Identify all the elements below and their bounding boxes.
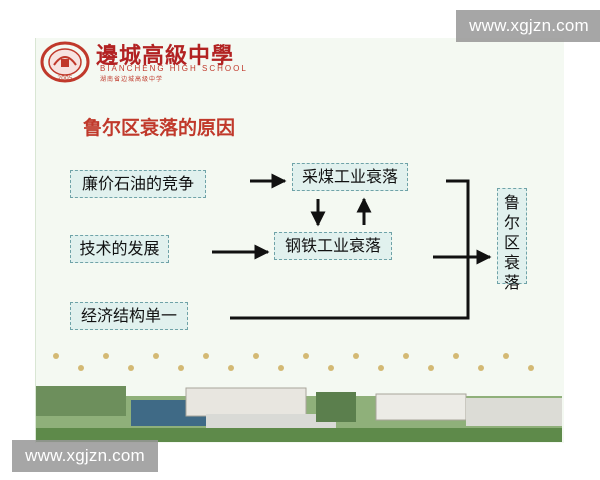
ruhr-char: 鲁 — [503, 193, 520, 212]
box-ruhr-decline: 鲁 尔 区 衰 落 — [497, 188, 527, 292]
box-coal-decline: 采煤工业衰落 — [292, 163, 408, 191]
watermark-top: www.xgjzn.com — [456, 10, 600, 42]
school-name-small: 湖南省边城高级中学 — [100, 76, 164, 83]
connector-coal-and-structure — [230, 179, 470, 320]
watermark-bottom: www.xgjzn.com — [12, 440, 158, 472]
school-name-english: BIANCHENG HIGH SCHOOL — [100, 64, 248, 73]
ruhr-char: 区 — [503, 233, 520, 252]
box-cheap-oil: 廉价石油的竞争 — [70, 170, 206, 198]
slide-title: 鲁尔区衰落的原因 — [83, 117, 236, 139]
ruhr-char: 尔 — [503, 213, 520, 232]
ruhr-char: 落 — [503, 273, 520, 292]
box-steel-decline: 钢铁工业衰落 — [274, 232, 392, 260]
logo-year: 2005 — [57, 75, 72, 82]
box-technology: 技术的发展 — [70, 235, 169, 263]
campus-photo — [36, 348, 562, 442]
box-single-structure: 经济结构单一 — [70, 302, 188, 330]
school-emblem-icon: 2005 — [40, 41, 90, 83]
ruhr-char: 衰 — [503, 253, 520, 272]
school-name: 邊城高級中學 — [96, 43, 235, 69]
